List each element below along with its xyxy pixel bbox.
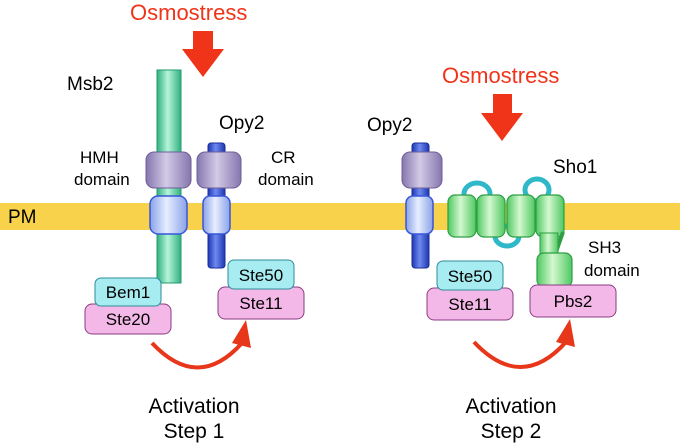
ste50-label-left: Ste50: [239, 266, 283, 285]
plasma-membrane: [0, 203, 680, 230]
pm-label: PM: [8, 207, 37, 228]
pbs2-box: [529, 284, 617, 318]
activation-arrowhead-right: [556, 319, 575, 347]
ste11-label-left: Ste11: [239, 294, 282, 313]
msb2-hmh-domain: [145, 151, 192, 189]
activation-step1-line1: Activation: [148, 395, 239, 418]
activation-arrow-left: [150, 341, 244, 370]
sho1-tm-2: [476, 194, 506, 238]
opy2-label-left: Opy2: [219, 113, 264, 134]
sho1-tm-3: [506, 194, 536, 238]
hmh-domain-label: HMH: [80, 148, 119, 167]
cr-domain-label: CR: [271, 148, 296, 167]
stress-arrow-left: [182, 31, 224, 77]
ste20-label: Ste20: [106, 310, 150, 329]
stress-arrow-right: [481, 94, 523, 141]
msb2-tm-segment: [149, 195, 188, 235]
pbs2-label: Pbs2: [554, 292, 593, 311]
opy2-cr-domain-right: [401, 151, 443, 189]
sho1-tm-4: [535, 194, 565, 238]
osmostress-label-right: Osmostress: [442, 63, 559, 88]
opy2-tm-segment-right: [405, 195, 434, 235]
activation-step2-line2: Step 2: [481, 420, 542, 443]
bem1-label: Bem1: [106, 283, 150, 302]
sh3-domain-label: SH3: [588, 238, 621, 257]
sho1-label: Sho1: [553, 157, 597, 178]
ste11-label-right: Ste11: [448, 295, 491, 314]
ste50-box-right: [436, 260, 504, 291]
sho1-sh3-domain: [536, 252, 573, 288]
opy2-tm-segment-left: [202, 195, 231, 235]
opy2-cr-domain-left: [196, 151, 242, 189]
activation-step2-line1: Activation: [465, 395, 556, 418]
bem1-box: [94, 277, 162, 307]
ste50-label-right: Ste50: [448, 267, 492, 286]
activation-step1-line2: Step 1: [164, 420, 225, 443]
msb2-label: Msb2: [67, 74, 113, 95]
sho1-tm-1: [447, 194, 477, 238]
sh3-domain-label-2: domain: [584, 261, 640, 280]
ste50-box-left: [227, 259, 295, 290]
sho1-linker-bar: [539, 232, 559, 256]
activation-arrowhead-left: [232, 320, 251, 348]
osmostress-label-left: Osmostress: [130, 0, 247, 25]
cr-domain-label-2: domain: [258, 170, 314, 189]
opy2-label-right: Opy2: [367, 115, 412, 136]
hmh-domain-label-2: domain: [74, 170, 130, 189]
activation-arrow-right: [472, 340, 568, 369]
